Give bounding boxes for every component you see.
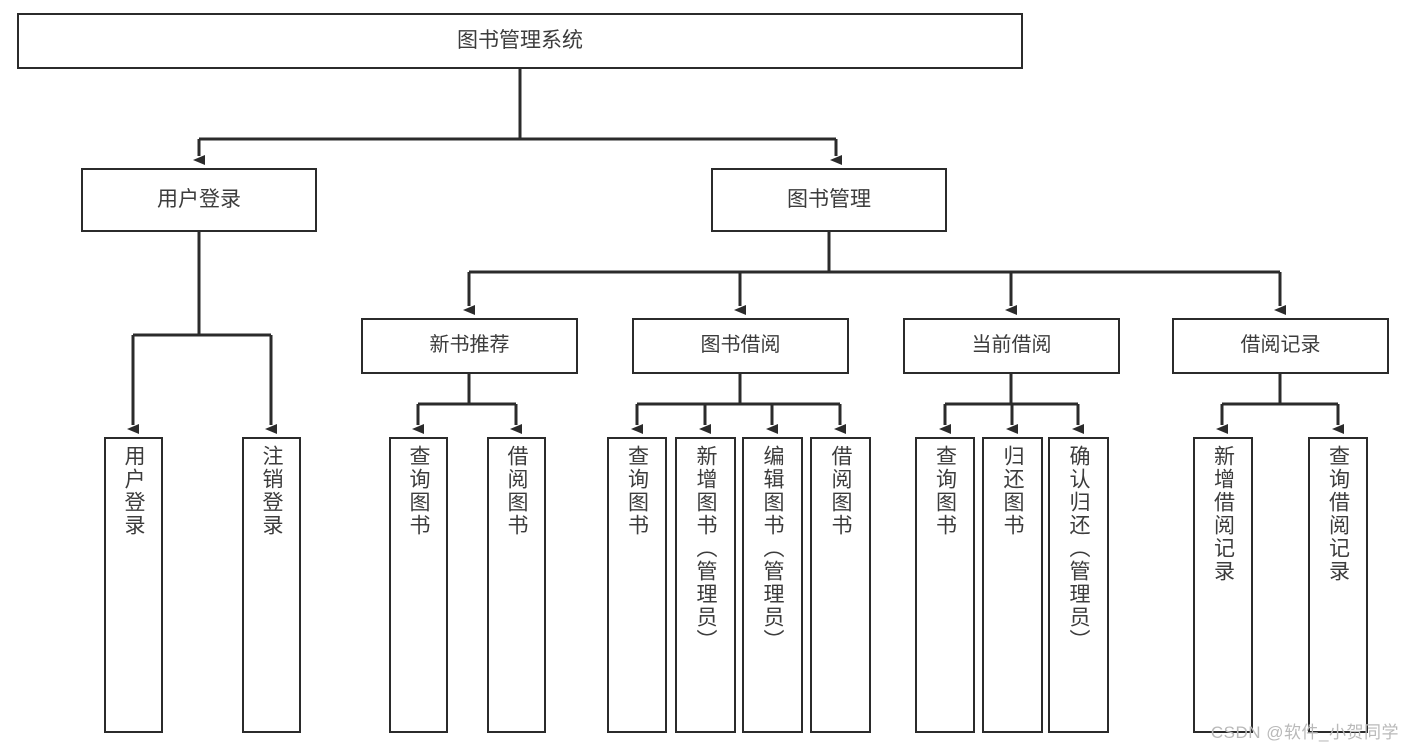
node-level2-2[interactable]: 图书管理 (711, 168, 947, 232)
node-level3-4-label: 借阅记录 (1240, 334, 1321, 357)
node-leaf-2-label: 注销登录 (260, 445, 283, 537)
node-leaf-8-label: 借阅图书 (829, 445, 852, 537)
node-leaf-12-label: 新增借阅记录 (1211, 445, 1235, 583)
node-level3-2[interactable]: 图书借阅 (632, 318, 849, 374)
node-leaf-11[interactable]: 确认归还（管理员） (1048, 437, 1109, 733)
level3-records-to-leaves-connectors (1216, 374, 1344, 434)
root-to-level2-connectors (193, 69, 842, 165)
node-leaf-4-label: 借阅图书 (505, 445, 528, 537)
node-level3-3[interactable]: 当前借阅 (903, 318, 1120, 374)
node-leaf-7[interactable]: 编辑图书（管理员） (742, 437, 803, 733)
node-level2-1-label: 用户登录 (157, 187, 241, 211)
node-leaf-5[interactable]: 查询图书 (607, 437, 667, 733)
node-leaf-10-label: 归还图书 (1001, 445, 1024, 537)
node-leaf-12[interactable]: 新增借阅记录 (1193, 437, 1253, 733)
node-level2-1[interactable]: 用户登录 (81, 168, 317, 232)
level3-borrow-to-leaves-connectors (631, 374, 846, 434)
node-level3-4[interactable]: 借阅记录 (1172, 318, 1389, 374)
node-leaf-10[interactable]: 归还图书 (982, 437, 1043, 733)
level3-current-to-leaves-connectors (939, 374, 1084, 434)
node-leaf-9-label: 查询图书 (933, 445, 957, 537)
node-leaf-6-label: 新增图书（管理员） (694, 445, 717, 652)
node-leaf-5-label: 查询图书 (625, 445, 649, 537)
node-root-label: 图书管理系统 (457, 28, 583, 52)
node-leaf-8[interactable]: 借阅图书 (810, 437, 871, 733)
node-level3-1-label: 新书推荐 (429, 334, 510, 357)
node-leaf-9[interactable]: 查询图书 (915, 437, 975, 733)
node-leaf-2[interactable]: 注销登录 (242, 437, 301, 733)
node-level2-2-label: 图书管理 (787, 187, 871, 211)
level2-book-to-level3-connectors (463, 232, 1286, 315)
node-leaf-6[interactable]: 新增图书（管理员） (675, 437, 736, 733)
node-leaf-13[interactable]: 查询借阅记录 (1308, 437, 1368, 733)
node-level3-1[interactable]: 新书推荐 (361, 318, 578, 374)
level3-new-books-to-leaves-connectors (412, 374, 522, 434)
watermark: CSDN @软件_小贺同学 (1210, 723, 1399, 742)
node-leaf-7-label: 编辑图书（管理员） (761, 445, 784, 652)
node-leaf-1[interactable]: 用户登录 (104, 437, 163, 733)
level2-user-to-leaves-connectors (127, 232, 277, 434)
node-level3-2-label: 图书借阅 (700, 334, 781, 357)
node-leaf-3-label: 查询图书 (407, 445, 430, 537)
node-leaf-11-label: 确认归还（管理员） (1067, 445, 1090, 652)
node-leaf-13-label: 查询借阅记录 (1326, 445, 1350, 583)
node-level3-3-label: 当前借阅 (971, 334, 1052, 357)
node-root-system[interactable]: 图书管理系统 (17, 13, 1023, 69)
node-leaf-4[interactable]: 借阅图书 (487, 437, 546, 733)
node-leaf-3[interactable]: 查询图书 (389, 437, 448, 733)
node-leaf-1-label: 用户登录 (122, 445, 145, 537)
